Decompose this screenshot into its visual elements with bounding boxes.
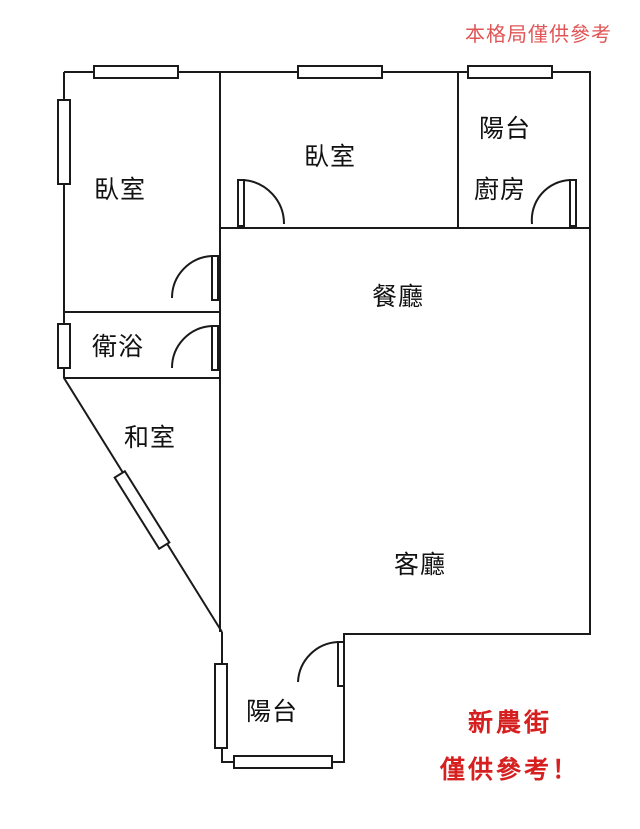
window-left-bedroom bbox=[57, 99, 71, 185]
window-balcony-bottom bbox=[233, 755, 333, 769]
room-label-japanese-room: 和室 bbox=[123, 423, 177, 452]
window-diagonal bbox=[113, 469, 171, 551]
note-street: 新農街 bbox=[467, 708, 553, 737]
doors bbox=[170, 179, 577, 687]
door-bedroom-top bbox=[237, 179, 286, 227]
window-left-bathroom bbox=[57, 323, 71, 369]
windows bbox=[57, 65, 553, 769]
room-label-balcony-top: 陽台 bbox=[478, 114, 532, 143]
room-label-bathroom: 衛浴 bbox=[91, 332, 145, 361]
room-label-living: 客廳 bbox=[393, 550, 447, 579]
door-bathroom bbox=[170, 325, 219, 371]
room-label-bedroom-top: 臥室 bbox=[303, 142, 357, 171]
room-label-bedroom-left: 臥室 bbox=[93, 175, 147, 204]
door-balcony-bottom bbox=[297, 641, 345, 687]
disclaimer-text: 本格局僅供參考 bbox=[465, 22, 612, 46]
door-kitchen bbox=[530, 179, 577, 227]
room-label-kitchen: 廚房 bbox=[473, 175, 527, 204]
window-balcony-left bbox=[214, 663, 228, 749]
room-label-dining: 餐廳 bbox=[371, 282, 425, 311]
window-top-left bbox=[93, 65, 179, 79]
door-bedroom-left bbox=[170, 255, 219, 301]
window-top-right bbox=[467, 65, 553, 79]
window-top-middle bbox=[297, 65, 383, 79]
note-caption: 僅供參考！ bbox=[439, 755, 581, 784]
room-label-balcony-bottom: 陽台 bbox=[245, 697, 299, 726]
